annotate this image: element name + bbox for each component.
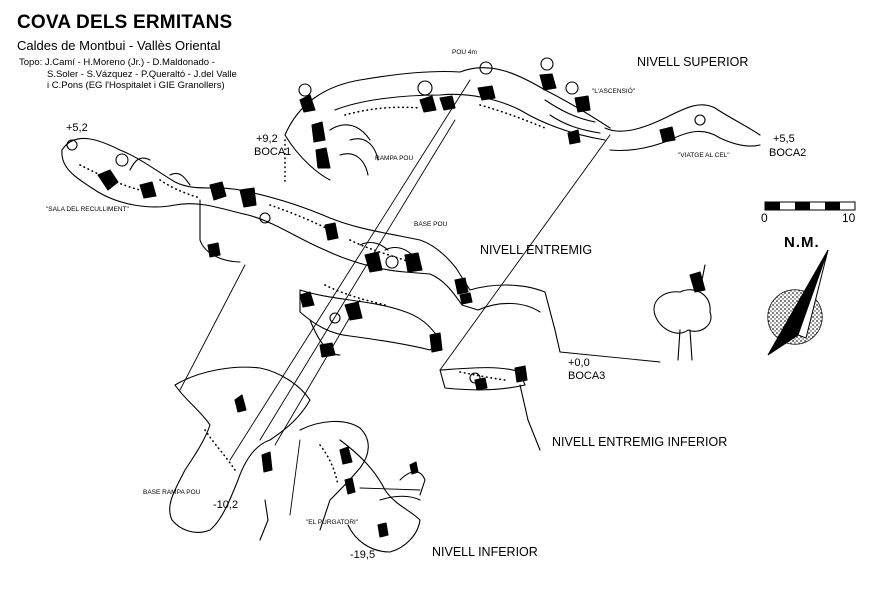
elevation-plus-5-2: +5,2 — [66, 122, 88, 134]
label-rampa-pou: RAMPA POU — [375, 155, 414, 162]
scale-max: 10 — [842, 211, 856, 225]
label-ascensio: "L'ASCENSIÓ" — [592, 88, 636, 95]
sediment-dots — [79, 104, 546, 486]
label-viatge-cel: "VIATGE AL CEL" — [678, 152, 730, 159]
elevation-zero: +0,0 — [568, 357, 590, 369]
level-connector-lines — [179, 79, 661, 516]
scale-min: 0 — [761, 211, 768, 225]
label-nivell-entremig: NIVELL ENTREMIG — [480, 243, 593, 257]
credits-line: i C.Pons (EG l'Hospitalet i GIE Granolle… — [47, 80, 225, 91]
label-nivell-entremig-inferior: NIVELL ENTREMIG INFERIOR — [552, 435, 728, 449]
elevation-plus-5-5: +5,5 — [773, 133, 795, 145]
label-purgatori: "EL PURGATORI" — [306, 519, 359, 526]
north-arrow — [767, 249, 829, 356]
label-nivell-inferior: NIVELL INFERIOR — [432, 545, 538, 559]
north-label: N.M. — [784, 234, 820, 251]
survey-credits: Topo: J.Camí - H.Moreno (Jr.) - D.Maldon… — [19, 57, 237, 92]
elevation-minus-19-5: -19,5 — [350, 549, 376, 561]
scale-bar — [764, 201, 856, 211]
map-title: COVA DELS ERMITANS — [17, 12, 233, 33]
open-boulders — [66, 57, 706, 384]
credits-line: S.Soler - S.Vázquez - P.Queraltó - J.del… — [47, 68, 237, 80]
label-nivell-superior: NIVELL SUPERIOR — [637, 55, 749, 69]
tree-drawing — [653, 264, 712, 361]
credits-line: Topo: J.Camí - H.Moreno (Jr.) - D.Maldon… — [19, 57, 215, 68]
label-boca1: BOCA1 — [254, 146, 292, 158]
rock-blocks — [97, 73, 706, 538]
elevation-minus-10-2: -10,2 — [213, 499, 239, 511]
label-boca3: BOCA3 — [568, 370, 606, 382]
label-boca2: BOCA2 — [769, 147, 807, 159]
label-base-pou: BASE POU — [414, 221, 448, 228]
upper-level-passage — [61, 67, 761, 451]
elevation-plus-9-2: +9,2 — [256, 133, 278, 145]
label-pou: POU 4m — [452, 49, 477, 56]
label-sala-recolliment: "SALA DEL RECULLIMENT" — [46, 206, 129, 213]
map-subtitle: Caldes de Montbui - Vallès Oriental — [17, 38, 221, 53]
label-base-rampa-pou: BASE RAMPA POU — [143, 489, 201, 496]
